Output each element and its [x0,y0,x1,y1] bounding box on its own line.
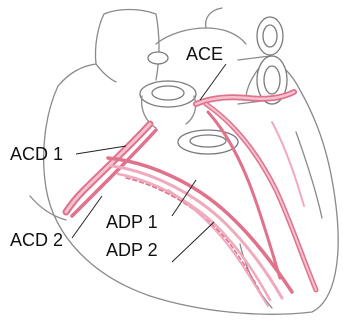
heart-outline [30,8,338,314]
coronary-vessels [66,92,316,306]
vessel-ring-upper-inner [263,25,277,47]
vessel-stub [148,52,168,64]
label-ace: ACE [186,44,223,64]
vessel-openings [140,17,287,154]
label-acd1: ACD 1 [10,144,63,164]
label-adp2: ADP 2 [106,240,158,260]
valve-ring-lower-inner [190,135,226,147]
label-acd2: ACD 2 [10,230,63,250]
aortic-ring-inner [152,86,184,100]
vessel-acd [66,124,156,216]
vessel-ring-right-inner [264,66,280,94]
label-adp1: ADP 1 [106,212,158,232]
leader-adp2 [172,222,214,262]
leader-ace [200,64,226,100]
